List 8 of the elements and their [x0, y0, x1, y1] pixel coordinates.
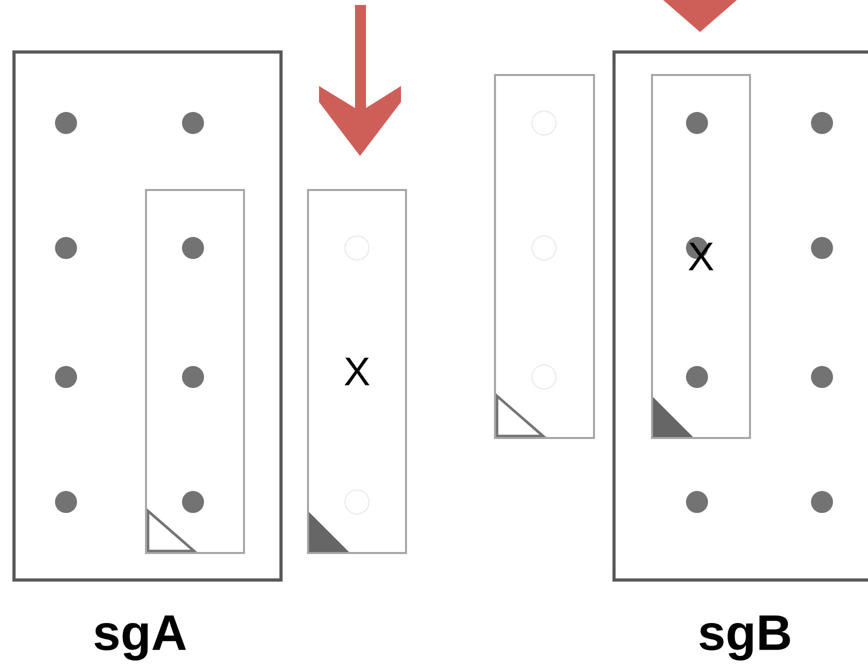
frame	[612, 50, 868, 582]
frame	[12, 50, 283, 582]
group-label: sgB	[700, 616, 790, 660]
frame	[494, 74, 595, 439]
strip-box: X	[307, 189, 407, 554]
group-label: sgA	[94, 616, 186, 660]
strip-box: X	[651, 74, 751, 439]
frame	[145, 189, 245, 554]
